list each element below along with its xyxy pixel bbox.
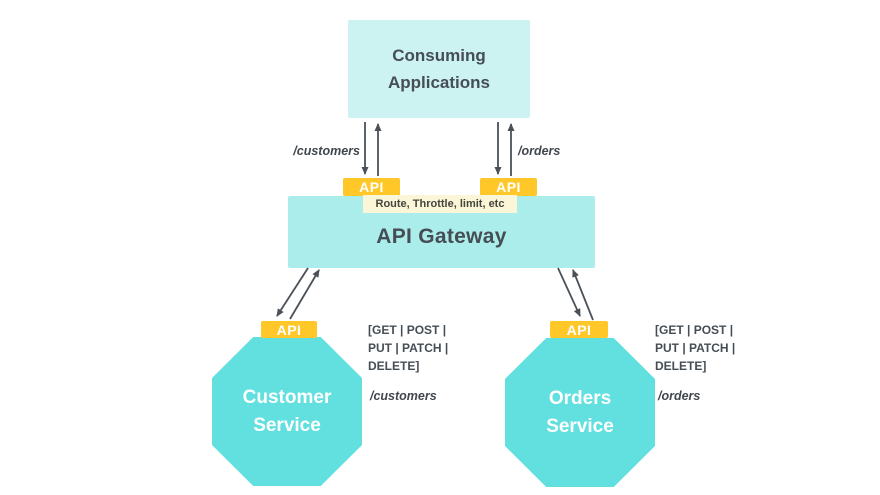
route-label-orders-top: /orders <box>518 144 561 158</box>
api-badge-orders-service: API <box>550 321 608 338</box>
arrow-orders-service-to-gateway <box>572 269 594 321</box>
orders-service-octagon: Orders Service <box>505 338 655 487</box>
route-label-customers-bottom: /customers <box>370 389 437 403</box>
http-methods-orders-line1: [GET | POST | <box>655 323 734 337</box>
http-methods-customer-line2: PUT | PATCH | <box>368 341 449 355</box>
api-badge-customer-service: API <box>261 321 317 338</box>
orders-service-label-line2: Service <box>546 415 614 437</box>
route-label-orders-bottom: /orders <box>658 389 701 403</box>
http-methods-customer-line1: [GET | POST | <box>368 323 447 337</box>
customer-service-label-line1: Customer <box>242 386 332 408</box>
http-methods-customer: [GET | POST | PUT | PATCH | DELETE] <box>368 321 448 375</box>
orders-service-label-line1: Orders <box>548 387 612 409</box>
customer-service-octagon: Customer Service <box>212 337 362 486</box>
http-methods-orders: [GET | POST | PUT | PATCH | DELETE] <box>655 321 735 375</box>
gateway-function-banner: Route, Throttle, limit, etc <box>363 195 517 213</box>
api-badge-gateway-right: API <box>480 178 537 196</box>
arrow-customer-service-to-gateway <box>289 269 320 320</box>
arrow-gateway-to-orders-service <box>557 267 581 317</box>
api-gateway-label: API Gateway <box>376 225 507 248</box>
consuming-applications-box: Consuming Applications <box>348 20 530 118</box>
api-badge-gateway-left: API <box>343 178 400 196</box>
customer-service-label-line2: Service <box>253 414 321 436</box>
arrow-gateway-to-customer-service <box>276 267 309 317</box>
route-label-customers-top: /customers <box>293 144 360 158</box>
http-methods-orders-line2: PUT | PATCH | <box>655 341 736 355</box>
http-methods-orders-line3: DELETE] <box>655 359 707 373</box>
consuming-applications-label: Consuming Applications <box>387 46 490 92</box>
http-methods-customer-line3: DELETE] <box>368 359 420 373</box>
